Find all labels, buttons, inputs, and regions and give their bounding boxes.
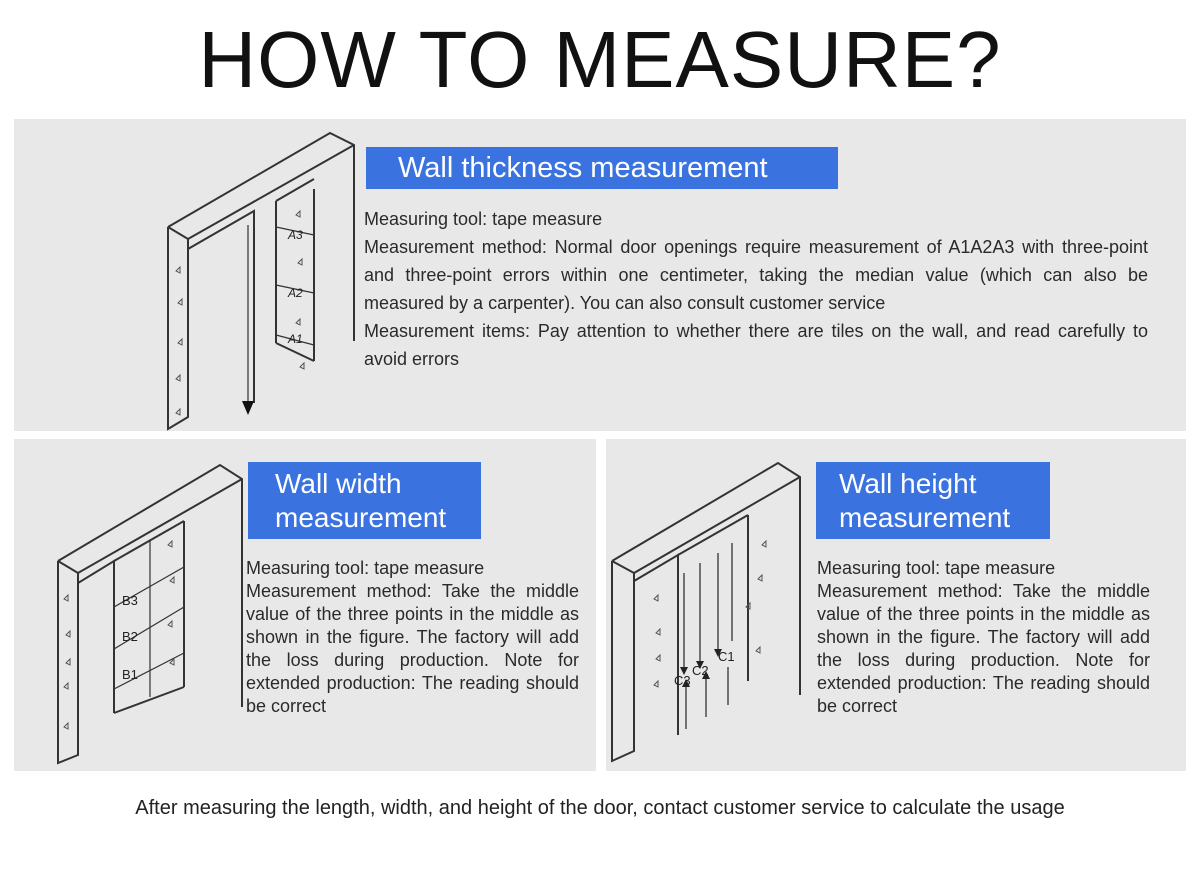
width-tool: Measuring tool: tape measure: [246, 558, 485, 578]
mark-a2: A2: [287, 286, 303, 300]
mark-a3: A3: [287, 228, 303, 242]
arrow-down-icon: [242, 401, 254, 415]
height-description: Measuring tool: tape measure Measurement…: [817, 557, 1150, 718]
mark-a1: A1: [287, 332, 303, 346]
thickness-method: Measurement method: Normal door openings…: [364, 237, 1148, 313]
mark-c3: C3: [674, 673, 691, 688]
mark-b3: B3: [122, 593, 138, 608]
width-method: Measurement method: Take the middle valu…: [246, 581, 579, 716]
height-heading: Wall height measurement: [816, 462, 1050, 539]
height-tool: Measuring tool: tape measure: [817, 558, 1056, 578]
height-heading-line2: measurement: [839, 502, 1011, 533]
height-panel: C3 C2 C1 Wall height measurement Measuri…: [606, 439, 1186, 771]
page-title: HOW TO MEASURE?: [198, 15, 1002, 104]
width-heading-line1: Wall width: [275, 468, 402, 499]
mark-c2: C2: [692, 663, 709, 678]
door-frame-thickness-diagram: A3 A2 A1: [167, 131, 355, 431]
width-panel: B3 B2 B1 Wall width measurement Measurin…: [14, 439, 596, 771]
width-heading-line2: measurement: [275, 502, 447, 533]
thickness-description: Measuring tool: tape measure Measurement…: [364, 205, 1148, 373]
mark-b1: B1: [122, 667, 138, 682]
thickness-tool: Measuring tool: tape measure: [364, 209, 603, 229]
footer-note: After measuring the length, width, and h…: [135, 797, 1065, 819]
mark-c1: C1: [718, 649, 735, 664]
width-description: Measuring tool: tape measure Measurement…: [246, 557, 579, 718]
height-method: Measurement method: Take the middle valu…: [817, 581, 1150, 716]
mark-b2: B2: [122, 629, 138, 644]
door-frame-height-diagram: C3 C2 C1: [611, 461, 801, 763]
thickness-heading: Wall thickness measurement: [366, 147, 838, 189]
thickness-items: Measurement items: Pay attention to whet…: [364, 321, 1148, 369]
door-frame-width-diagram: B3 B2 B1: [57, 463, 243, 765]
thickness-panel: A3 A2 A1 Wall thickness measurement Meas…: [14, 119, 1186, 431]
width-heading: Wall width measurement: [248, 462, 481, 539]
height-heading-line1: Wall height: [839, 468, 977, 499]
